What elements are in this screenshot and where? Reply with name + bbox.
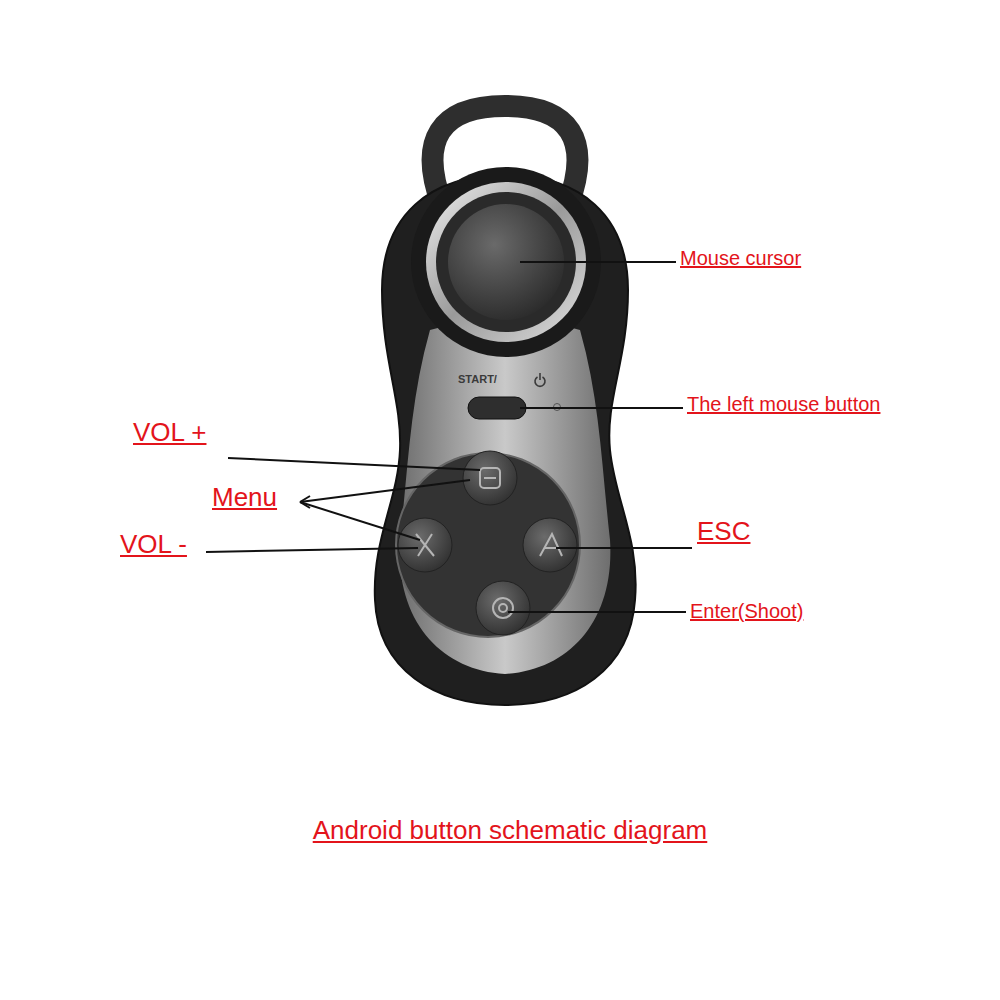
callout-label: ESC [697,517,750,546]
a-button [523,518,577,572]
callout-label: VOL + [133,418,206,447]
caption: Android button schematic diagram [313,816,708,845]
power-icon [535,373,545,386]
callout-label: Mouse cursor [680,247,801,269]
at-button [476,581,530,635]
callout-label: Menu [212,483,277,512]
callout-label: Enter(Shoot) [690,600,803,622]
ios-button [463,451,517,505]
device-marking: START/ [458,373,497,385]
callout-label: VOL - [120,530,187,559]
start-button [468,397,526,419]
x-button [398,518,452,572]
button-glyphs [416,468,562,618]
menu-fork [300,496,310,508]
leader-lines [206,262,692,612]
callout-label: The left mouse button [687,393,880,415]
